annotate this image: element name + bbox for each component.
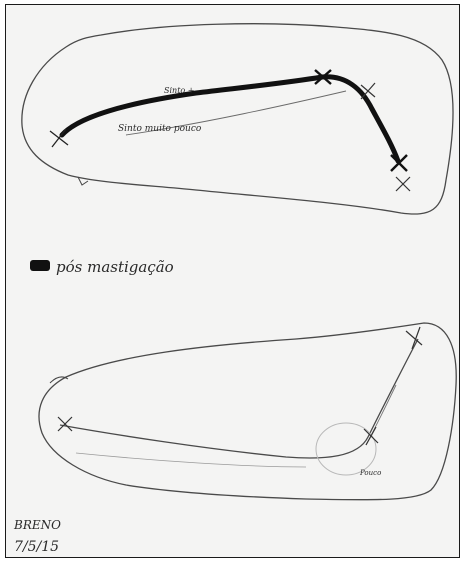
label-small-2: Pouco (359, 469, 381, 477)
drawing-2: Pouco (39, 323, 456, 500)
x-mark-left-2 (58, 417, 72, 431)
legend-label: pós mastigação (56, 258, 174, 276)
circle-mark-2 (316, 423, 376, 475)
x-mark-bottom-1 (396, 177, 410, 191)
paper-sheet: Sinto + Sinto muito pouco pós mastigação (5, 4, 460, 558)
signature: BRENO 7/5/15 (13, 518, 61, 555)
drawing-1: Sinto + Sinto muito pouco (22, 24, 453, 214)
legend: pós mastigação (30, 258, 174, 276)
tick-mark-2 (50, 377, 68, 383)
marker-line-1 (62, 77, 398, 161)
signature-date: 7/5/15 (14, 539, 59, 555)
label-bottom-1: Sinto muito pouco (118, 124, 202, 134)
pencil-line-2 (60, 339, 418, 458)
signature-name: BRENO (13, 518, 61, 532)
legend-swatch (30, 260, 50, 271)
sketch-canvas: Sinto + Sinto muito pouco pós mastigação (6, 5, 460, 558)
outline-2 (39, 323, 456, 500)
label-top-1: Sinto + (164, 86, 194, 95)
